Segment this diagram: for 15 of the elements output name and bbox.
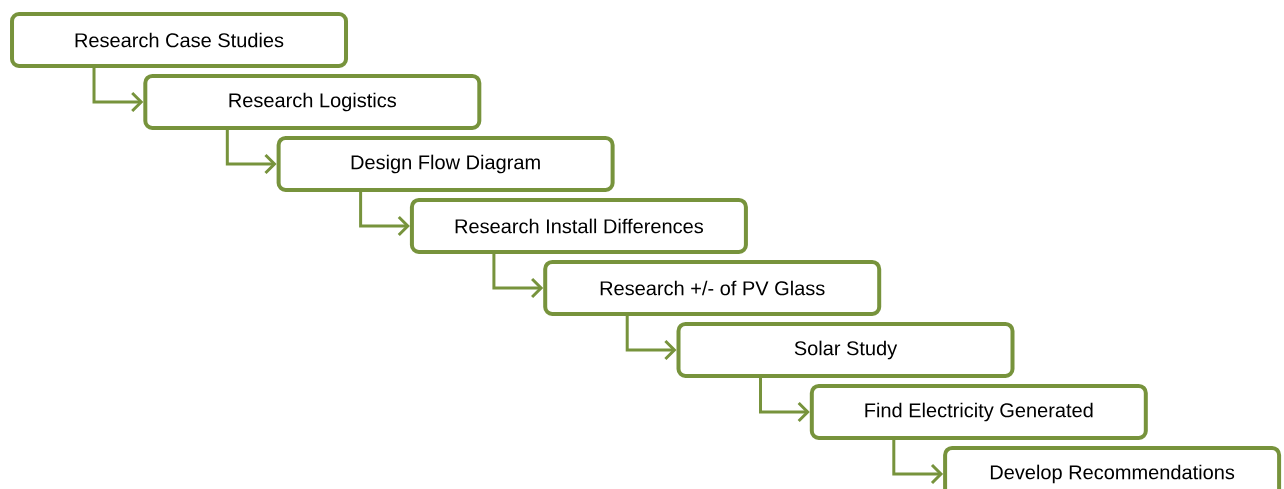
elbow-arrow [625, 314, 677, 361]
elbow-arrow [359, 190, 410, 237]
process-box: Research Case Studies [10, 12, 348, 68]
process-box: Find Electricity Generated [809, 384, 1148, 440]
elbow-arrow [759, 376, 810, 423]
process-box: Solar Study [676, 322, 1015, 378]
elbow-arrow [225, 128, 277, 175]
elbow-arrow [92, 66, 144, 113]
elbow-arrow [492, 252, 544, 299]
process-box: Develop Recommendations [943, 446, 1282, 489]
process-box: Design Flow Diagram [276, 136, 615, 192]
elbow-arrow [892, 438, 944, 485]
process-box: Research +/- of PV Glass [543, 260, 882, 316]
process-box: Research Logistics [143, 74, 482, 130]
process-box: Research Install Differences [409, 198, 748, 254]
